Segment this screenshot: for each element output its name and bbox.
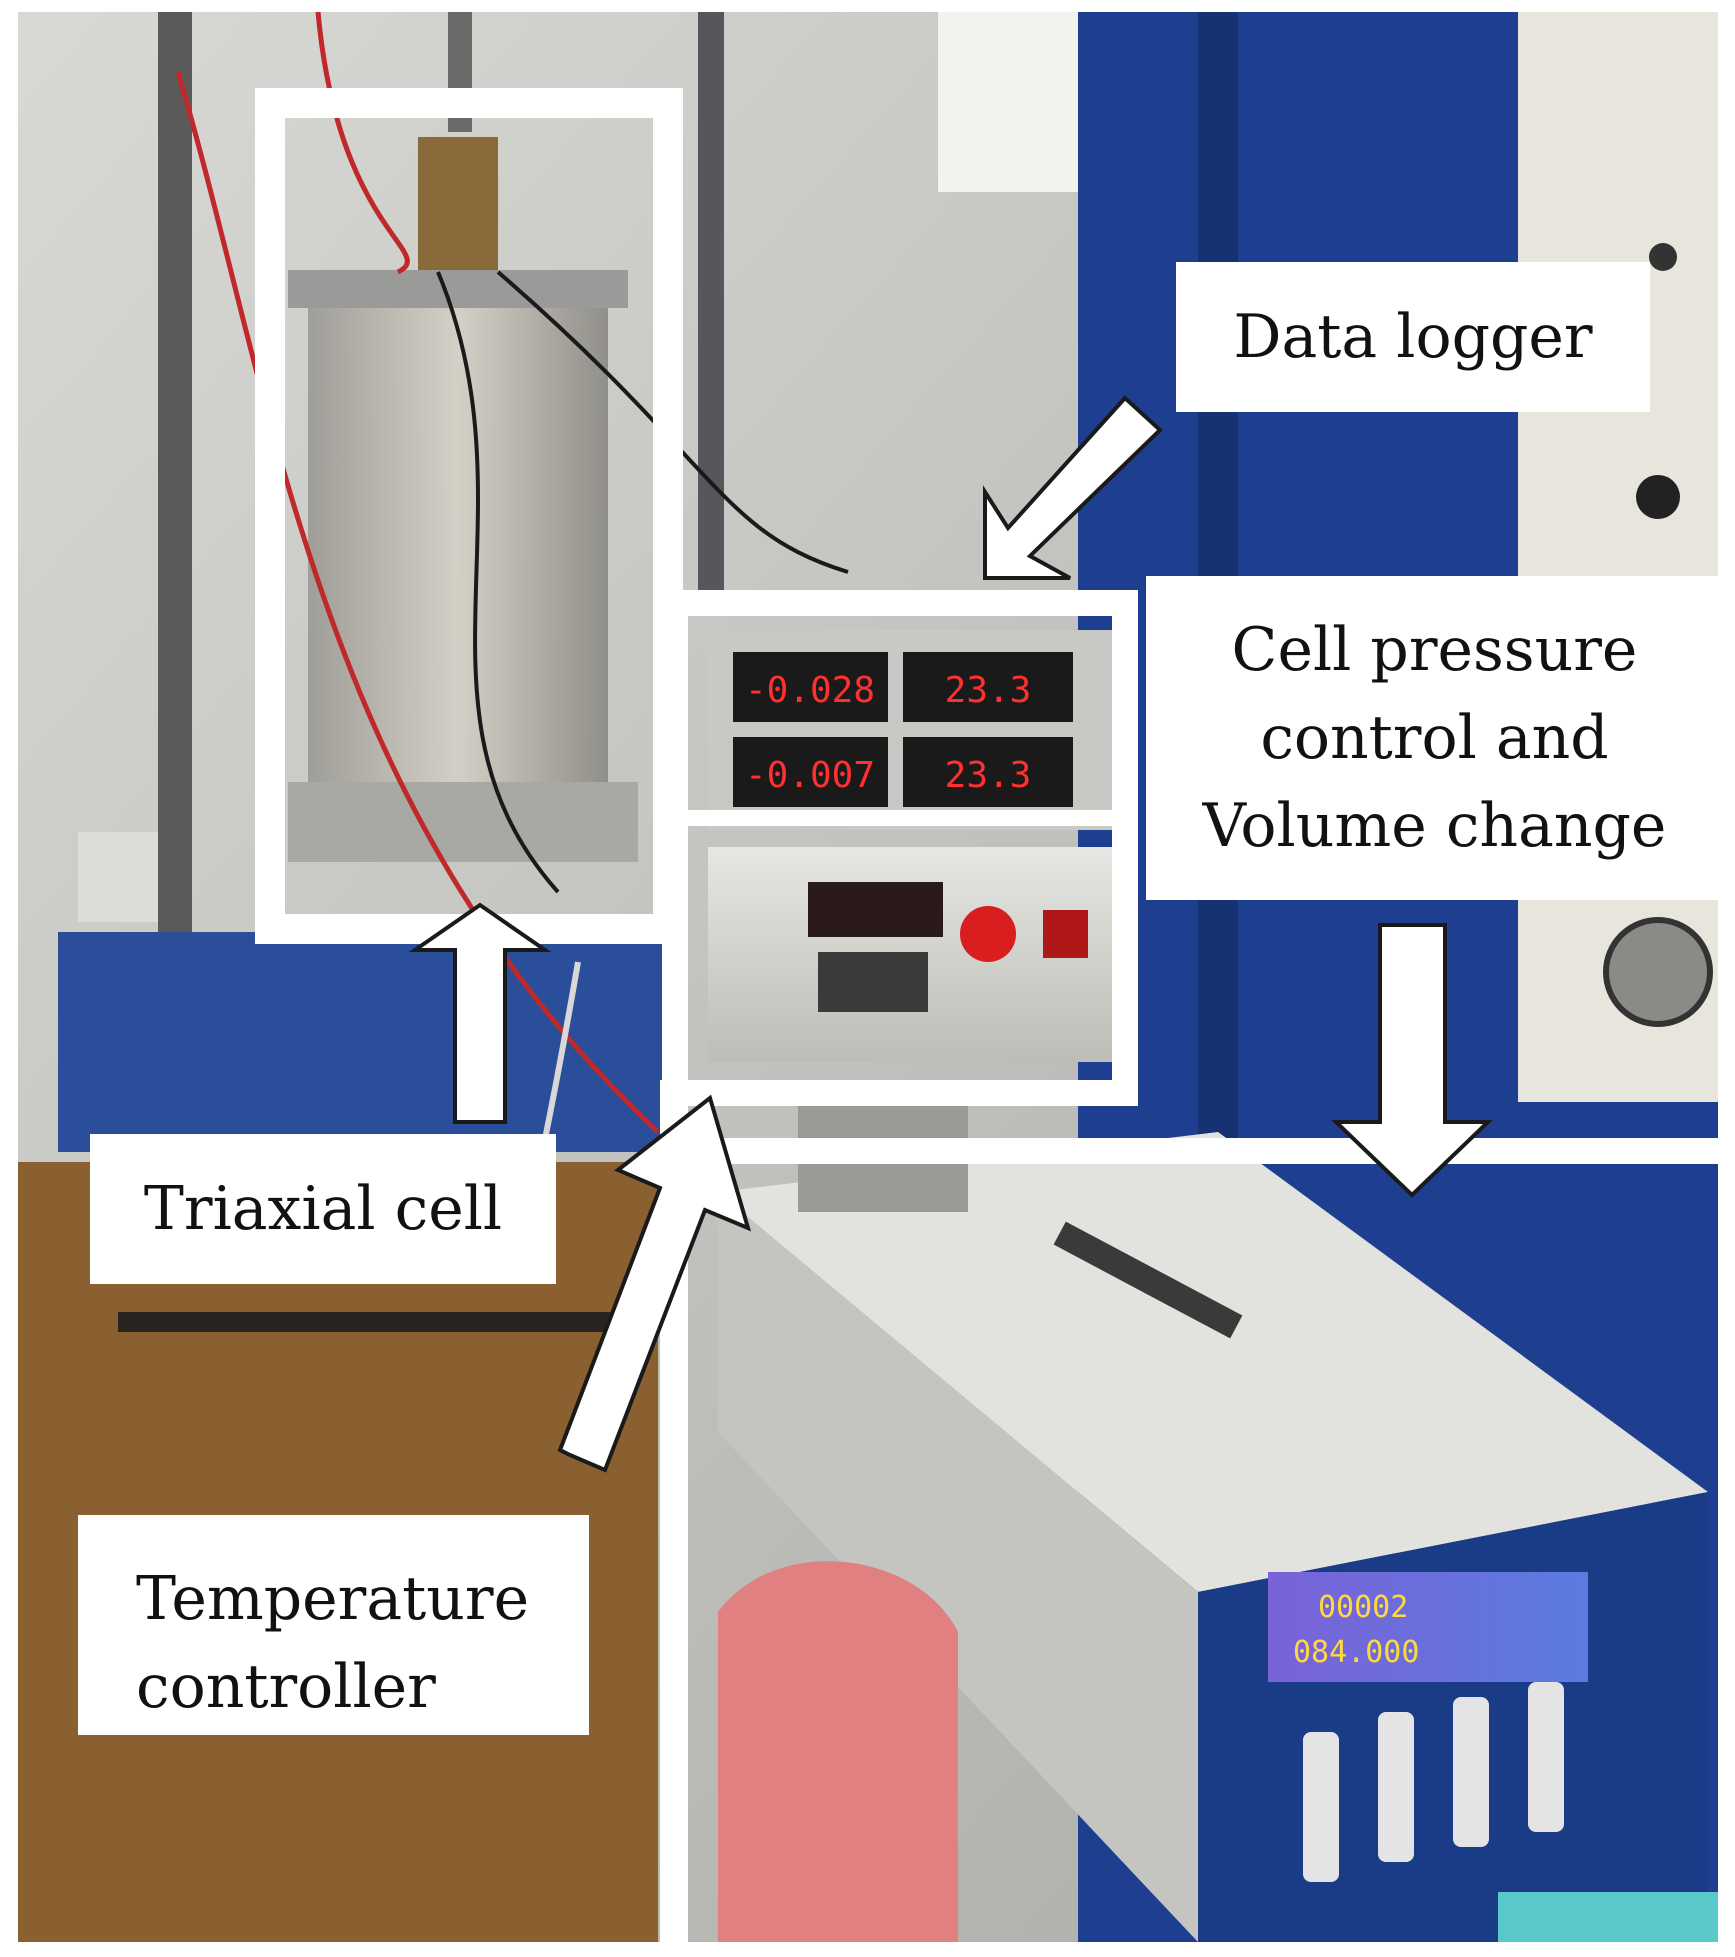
temperature-controller-label: Temperature controller	[78, 1515, 589, 1735]
led-readout: -0.007	[745, 755, 875, 796]
cabinet-knob-icon	[1636, 475, 1680, 519]
red-wire	[175, 71, 660, 1134]
pressure-controller-top	[718, 1132, 1708, 1592]
led-display	[903, 652, 1073, 722]
temperature-controller-arrow-icon	[557, 1094, 752, 1473]
led-readout: 23.3	[945, 670, 1032, 711]
cell-pressure-label-line-3: Volume change	[1202, 791, 1667, 861]
cabinet-panel	[1518, 12, 1718, 1102]
controller-display	[808, 882, 943, 937]
led-display	[733, 737, 888, 807]
wall-socket	[78, 832, 158, 922]
power-switch-icon	[1043, 910, 1088, 958]
temperature-controller-label-line-1: Temperature	[136, 1564, 530, 1634]
data-logger-frame	[662, 590, 1138, 1106]
cabinet-knob-icon	[1649, 243, 1677, 271]
led-display	[733, 652, 888, 722]
cell-piston	[418, 137, 498, 277]
horizontal-guide-line	[688, 1138, 1735, 1164]
frame-rod	[698, 12, 724, 612]
temperature-controller-label-line-2: controller	[136, 1652, 436, 1722]
data-logger-label-text: Data logger	[1233, 302, 1593, 372]
cell-cylinder	[308, 308, 608, 788]
cell-base	[288, 782, 638, 862]
black-wire	[436, 271, 560, 894]
data-logger-label: Data logger	[1176, 262, 1650, 412]
controller-dial	[818, 952, 928, 1012]
cell-pressure-arrow-icon	[1331, 923, 1493, 1198]
pink-stool	[718, 1561, 958, 1942]
led-readout: -0.028	[745, 670, 875, 711]
cell-pressure-label-line-2: control and	[1260, 703, 1609, 773]
lcd-readout: 00002	[1318, 1590, 1408, 1625]
gauge-icon	[1603, 917, 1713, 1027]
data-logger-arrow-icon	[983, 395, 1163, 580]
pressure-controller-side	[718, 1192, 1198, 1942]
red-button-icon	[960, 906, 1016, 962]
black-wire	[496, 270, 849, 574]
led-display	[903, 737, 1073, 807]
cell-pressure-label-line-1: Cell pressure	[1231, 615, 1638, 685]
cell-top-plate	[288, 270, 628, 308]
led-readout: 23.3	[945, 755, 1032, 796]
lcd-screen	[1268, 1572, 1588, 1682]
frame-rod	[158, 12, 192, 972]
lcd-readout: 084.000	[1293, 1635, 1419, 1670]
triaxial-cell-frame	[255, 88, 683, 944]
triaxial-cell-label: Triaxial cell	[90, 1134, 556, 1284]
cell-pressure-label: Cell pressure control and Volume change	[1146, 576, 1723, 900]
triaxial-cell-arrow-icon	[408, 902, 552, 1124]
wall-notice	[938, 12, 1078, 192]
keypad	[1303, 1682, 1564, 1882]
crate-strap	[118, 1312, 638, 1332]
carry-handle	[1053, 1221, 1243, 1339]
teal-bench	[1498, 1892, 1718, 1942]
triaxial-cell-label-text: Triaxial cell	[143, 1174, 503, 1244]
